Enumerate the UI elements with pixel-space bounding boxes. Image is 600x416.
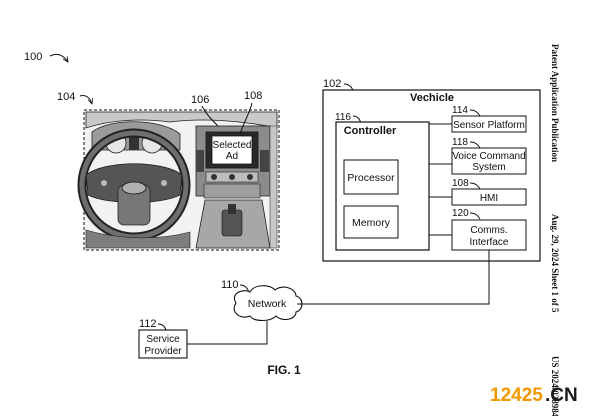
publication-label: Patent Application Publication xyxy=(550,44,560,162)
selected-ad-line2: Ad xyxy=(226,151,238,162)
ref-110-label: 110 xyxy=(221,279,239,291)
module-comms-interface: 120 Comms. Interface xyxy=(451,208,527,251)
selected-ad-line1: Selected xyxy=(213,140,252,151)
ref-102-label: 102 xyxy=(323,78,341,90)
provider-network-link xyxy=(187,321,268,345)
figure-caption: FIG. 1 xyxy=(267,363,301,377)
steering-wheel xyxy=(77,128,191,242)
publication-number: US 2024/0289844 A1 xyxy=(550,356,560,416)
network-label: Network xyxy=(248,298,287,310)
hmi-label: HMI xyxy=(480,193,498,204)
service-provider-line2: Provider xyxy=(144,346,182,357)
ref-112-label: 112 xyxy=(139,318,157,330)
module-voice-command: 118 Voice Command System xyxy=(451,137,527,175)
module-sensor-platform: 114 Sensor Platform xyxy=(451,105,527,133)
ref-104-leader xyxy=(79,95,92,104)
date-sheet-label: Aug. 29, 2024 Sheet 1 of 5 xyxy=(550,214,560,313)
ref-100-leader xyxy=(49,53,68,62)
side-header: Patent Application Publication Aug. 29, … xyxy=(550,44,560,416)
comms-interface-line2: Interface xyxy=(470,237,509,248)
voice-command-box xyxy=(451,147,527,175)
selected-ad-box xyxy=(211,135,253,165)
comms-interface-line1: Comms. xyxy=(470,225,507,236)
vent-right xyxy=(260,150,269,172)
hmi-box xyxy=(451,188,527,206)
voice-command-line1: Voice Command xyxy=(452,151,525,162)
watermark-logo: 12425 .CN xyxy=(490,385,578,406)
watermark-part1: 12425 xyxy=(490,385,543,406)
memory-label: Memory xyxy=(352,217,391,229)
module-hmi: 108 HMI xyxy=(451,178,527,206)
ref-100-label: 100 xyxy=(24,51,42,63)
vehicle-title: Vechicle xyxy=(410,92,454,104)
processor-box xyxy=(343,159,399,195)
sensor-platform-label: Sensor Platform xyxy=(453,120,525,131)
ref-104-label: 104 xyxy=(57,91,75,103)
watermark-part2: .CN xyxy=(545,385,578,406)
wheel-logo xyxy=(121,181,147,195)
memory-box xyxy=(343,205,399,239)
vent-left xyxy=(196,150,204,172)
service-provider-box xyxy=(138,329,188,359)
dashboard-image: Selected Ad xyxy=(77,109,280,251)
ref-118-label: 118 xyxy=(452,137,468,148)
ref-116-label: 116 xyxy=(335,112,351,123)
network-comms-link xyxy=(297,250,490,305)
ref-108-dashboard-leader xyxy=(239,102,253,135)
ref-120-label: 120 xyxy=(452,208,469,219)
ref-106-leader xyxy=(201,105,219,127)
ref-114-label: 114 xyxy=(452,105,468,116)
ref-108-hmi-label: 108 xyxy=(452,178,469,189)
ref-106-label: 106 xyxy=(191,94,209,106)
service-provider-line1: Service xyxy=(146,334,180,345)
ref-112-leader xyxy=(157,323,167,331)
processor-label: Processor xyxy=(347,172,395,184)
controller-title: Controller xyxy=(344,125,397,137)
ref-108-dashboard-label: 108 xyxy=(244,90,262,102)
comms-interface-box xyxy=(451,219,527,251)
sensor-platform-box xyxy=(451,115,527,133)
voice-command-line2: System xyxy=(472,162,505,173)
